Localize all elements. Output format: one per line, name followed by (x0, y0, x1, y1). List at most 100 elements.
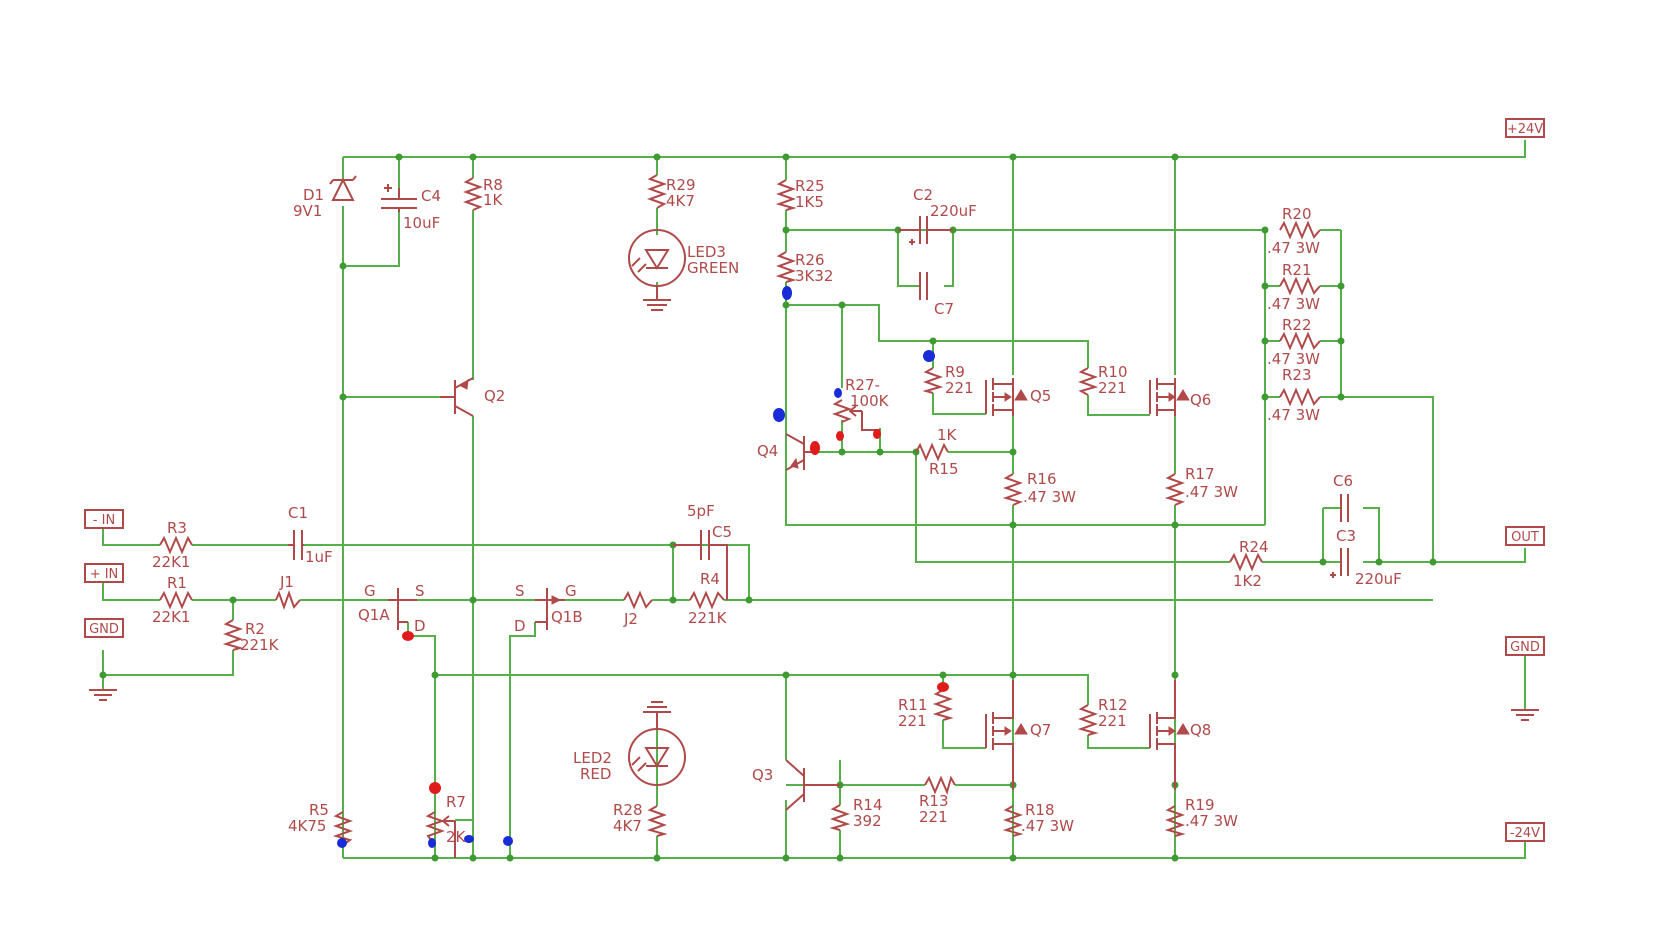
red-mark (836, 431, 844, 441)
blue-mark (923, 350, 935, 362)
resistor-r20 (1279, 220, 1321, 240)
blue-mark (337, 838, 347, 848)
label-r20: R20 (1282, 205, 1312, 223)
label-r8: R8 (483, 176, 503, 194)
label-r22: R22 (1282, 316, 1312, 334)
svg-text:GND: GND (1510, 640, 1540, 655)
resistor-r5 (332, 811, 353, 846)
resistor-r14 (829, 804, 851, 831)
capacitor-c4 (381, 184, 417, 212)
ground-right (1511, 709, 1539, 721)
label-r23: R23 (1282, 366, 1312, 384)
junctions (99, 153, 1437, 862)
resistor-r16 (1002, 473, 1023, 506)
port-gnd-right: GND (1505, 636, 1545, 656)
resistor-r22 (1279, 331, 1321, 351)
mosfet-q8 (1149, 680, 1190, 790)
label-c7: C7 (934, 300, 954, 318)
label-r16-value: .47 3W (1023, 488, 1076, 506)
label-r29-value: 4K7 (666, 192, 695, 210)
resistor-r13 (924, 775, 956, 795)
resistor-j2 (623, 590, 653, 610)
svg-text:OUT: OUT (1511, 530, 1539, 545)
label-q3: Q3 (752, 766, 773, 784)
resistor-r18 (1002, 805, 1024, 837)
label-c4-value: 10uF (403, 214, 440, 232)
mosfet-q7 (985, 680, 1028, 790)
resistor-r23 (1279, 387, 1321, 407)
label-q1a-d: D (414, 617, 426, 635)
label-q1a-g: G (364, 582, 376, 600)
label-r11-value: 221 (898, 712, 927, 730)
label-r14-value: 392 (853, 812, 882, 830)
blue-mark (503, 836, 513, 846)
label-r26: R26 (795, 251, 825, 269)
led2-red (628, 701, 686, 786)
label-r1: R1 (167, 574, 187, 592)
label-q2: Q2 (484, 387, 505, 405)
label-r18: R18 (1025, 801, 1055, 819)
mosfet-q6 (1149, 378, 1190, 416)
zener-diode-d1 (329, 175, 357, 201)
capacitor-c6 (1340, 494, 1349, 522)
label-r3: R3 (167, 519, 187, 537)
resistor-r10 (1078, 367, 1099, 396)
label-led2: LED2 (573, 749, 612, 767)
label-r5-value: 4K75 (288, 817, 326, 835)
label-r26-value: 3K32 (795, 267, 833, 285)
svg-text:GND: GND (89, 622, 119, 637)
svg-text:-24V: -24V (1510, 826, 1540, 841)
label-q7: Q7 (1030, 721, 1051, 739)
label-r19-value: .47 3W (1185, 812, 1238, 830)
label-led3: LED3 (687, 243, 726, 261)
label-r5: R5 (309, 801, 329, 819)
label-r25-value: 1K5 (795, 193, 824, 211)
label-r17-value: .47 3W (1185, 483, 1238, 501)
label-c1-value: 1uF (305, 548, 333, 566)
label-r4: R4 (700, 570, 720, 588)
label-led2-value: RED (580, 765, 611, 783)
label-r20-value: .47 3W (1267, 239, 1320, 257)
label-r3-value: 22K1 (152, 553, 190, 571)
label-r2-value: 221K (240, 636, 280, 654)
resistor-r26 (775, 251, 797, 283)
label-r13: R13 (919, 792, 949, 810)
label-r9-value: 221 (945, 379, 974, 397)
label-d1: D1 (303, 186, 324, 204)
transistor-q2 (440, 377, 474, 417)
resistor-r1 (159, 590, 193, 610)
jfet-q1b (535, 588, 565, 630)
red-mark (873, 429, 881, 439)
label-r29: R29 (666, 176, 696, 194)
ground-left (89, 689, 117, 701)
red-mark (937, 682, 949, 692)
svg-text:+ IN: + IN (90, 567, 119, 582)
label-c5: C5 (712, 523, 732, 541)
label-q1b: Q1B (551, 608, 583, 626)
resistor-r19 (1164, 805, 1186, 837)
resistor-r8 (463, 177, 483, 211)
port-minus24v: -24V (1505, 822, 1545, 842)
resistor-r11 (932, 689, 954, 721)
resistor-r12 (1077, 704, 1099, 736)
capacitor-c5 (673, 530, 728, 600)
svg-text:- IN: - IN (93, 513, 115, 528)
label-c1: C1 (288, 504, 308, 522)
label-q8: Q8 (1190, 721, 1211, 739)
label-c4: C4 (421, 187, 441, 205)
potentiometer-r7 (425, 811, 456, 858)
label-r21: R21 (1282, 261, 1312, 279)
label-q1b-g: G (565, 582, 577, 600)
label-r27-value: 100K (850, 392, 890, 410)
resistor-j1 (275, 590, 301, 610)
label-r13-value: 221 (919, 808, 948, 826)
label-q6: Q6 (1190, 391, 1211, 409)
label-q4: Q4 (757, 442, 778, 460)
label-r15: R15 (929, 460, 959, 478)
blue-mark (782, 286, 792, 300)
blue-mark (834, 388, 842, 398)
label-r28: R28 (613, 801, 643, 819)
capacitor-c2 (898, 216, 953, 245)
label-r24-value: 1K2 (1233, 572, 1262, 590)
label-r23-value: .47 3W (1267, 406, 1320, 424)
